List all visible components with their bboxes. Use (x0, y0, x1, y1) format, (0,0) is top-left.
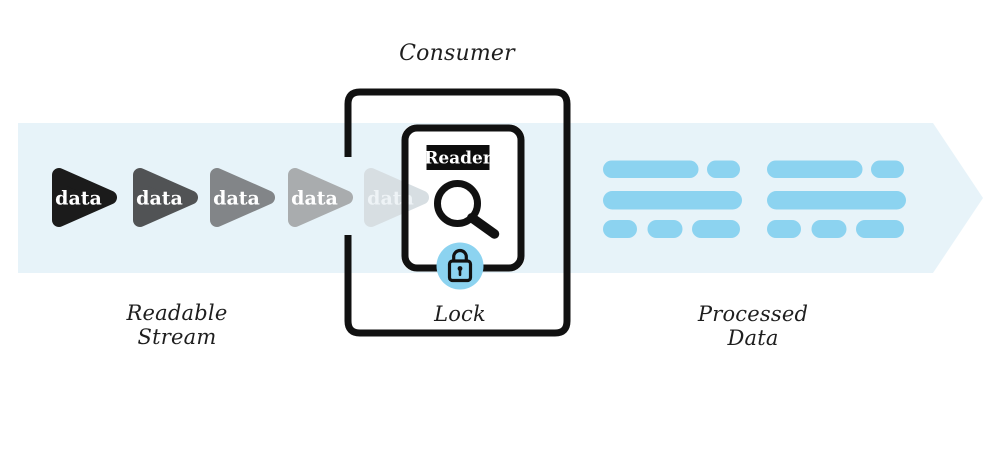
processed-data-pill (767, 220, 801, 238)
padlock-icon (447, 248, 473, 283)
processed-data-line2: Data (727, 326, 779, 350)
processed-data-label: Processed Data (653, 302, 853, 350)
processed-data-pill (603, 220, 637, 238)
data-chunk-3 (210, 168, 275, 227)
data-chunk-5 (364, 168, 429, 227)
readable-stream-label: Readable Stream (87, 301, 267, 349)
data-chunk-4-label: data (291, 188, 338, 210)
processed-data-pill (767, 160, 863, 178)
magnifier-icon (434, 180, 500, 239)
processed-data-pill (647, 220, 683, 238)
processed-data-block (767, 160, 906, 238)
data-chunk-4 (288, 168, 353, 227)
processed-data-pill (871, 160, 904, 178)
lock-label-text: Lock (434, 302, 486, 326)
processed-data-line1: Processed (697, 302, 809, 326)
data-chunk-2-label: data (136, 188, 183, 210)
readable-stream-line1: Readable (126, 301, 228, 325)
consumer-box (344, 88, 571, 337)
data-chunk-3-label: data (213, 188, 260, 210)
consumer-title: Consumer (347, 42, 567, 66)
lock-label: Lock (400, 302, 520, 326)
data-chunk-2 (133, 168, 198, 227)
reader-tag (426, 145, 490, 170)
processed-data-pill (811, 220, 847, 238)
consumer-title-text: Consumer (399, 41, 515, 66)
processed-data-pill (707, 160, 740, 178)
processed-data-pill (856, 220, 904, 238)
processed-data-pill (603, 160, 699, 178)
processed-data-pill (603, 191, 742, 210)
processed-data-pill (692, 220, 740, 238)
data-chunk-1 (52, 168, 117, 227)
processed-data-block (603, 160, 742, 238)
reader-tag-label: Reader (424, 149, 493, 169)
readable-stream-line2: Stream (137, 325, 217, 349)
processed-data-pill (767, 191, 906, 210)
data-chunk-1-label: data (55, 188, 102, 210)
